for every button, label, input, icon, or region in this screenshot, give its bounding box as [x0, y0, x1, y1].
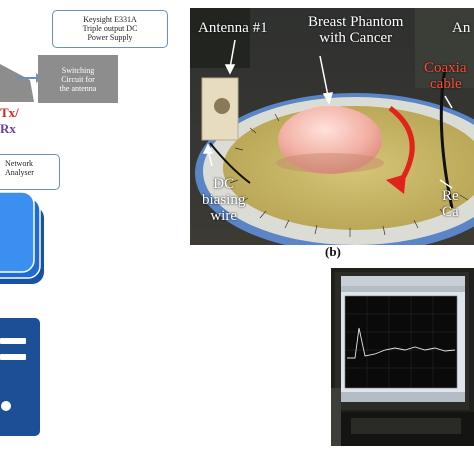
vna-line-2: Analyser	[5, 168, 34, 177]
connector-wedge	[0, 64, 34, 102]
pointer-arrows	[202, 39, 453, 189]
ring-ticks	[229, 113, 469, 237]
rotation-label: Re Ca	[442, 188, 459, 220]
vna-callout: Network Analyser	[0, 154, 60, 190]
figure-caption-b: (b)	[325, 244, 341, 259]
plot-grid	[345, 296, 457, 388]
power-supply-callout: Keysight E331A Triple output DC Power Su…	[52, 10, 168, 48]
switching-line-3: the antenna	[59, 83, 97, 93]
computer-tower-icon	[0, 318, 40, 436]
vna-line-1: Network	[5, 159, 33, 168]
setup-scene	[190, 8, 474, 245]
rotation-line-2: Ca	[442, 204, 459, 220]
rx-label: Rx	[0, 121, 16, 136]
phantom-label-line-2: with Cancer	[319, 30, 393, 46]
antenna-label: Antenna #1	[198, 20, 268, 36]
analyser-scene	[331, 268, 474, 446]
phantom-label-line-1: Breast Phantom	[308, 14, 404, 30]
power-supply-line-1: Keysight E331A	[83, 15, 137, 24]
measurement-setup-photo: Antenna #1 Breast Phantom with Cancer An…	[190, 8, 474, 245]
power-supply-line-2: Triple output DC	[82, 24, 138, 33]
dc-biasing-line-2: biasing	[202, 192, 246, 208]
network-analyser-device	[0, 192, 44, 284]
analyser-screen-photo	[331, 268, 474, 446]
dc-biasing-label: DC biasing wire	[202, 176, 245, 224]
rotation-line-1: Re	[442, 188, 459, 204]
phantom-label: Breast Phantom with Cancer	[308, 14, 403, 46]
coaxial-line-2: cable	[430, 76, 462, 92]
power-supply-line-3: Power Supply	[87, 33, 133, 42]
coaxial-line-1: Coaxia	[424, 60, 467, 76]
switching-line-2: Circuit for	[61, 74, 95, 84]
switching-line-1: Switching	[61, 65, 95, 75]
tx-label: Tx/	[0, 105, 19, 120]
coaxial-label: Coaxia cable	[424, 60, 467, 92]
dc-biasing-line-3: wire	[210, 208, 237, 224]
dc-biasing-line-1: DC	[213, 176, 235, 192]
antenna-right-label: An	[452, 20, 471, 36]
switching-circuit-box: Switching Circuit for the antenna	[38, 55, 118, 103]
